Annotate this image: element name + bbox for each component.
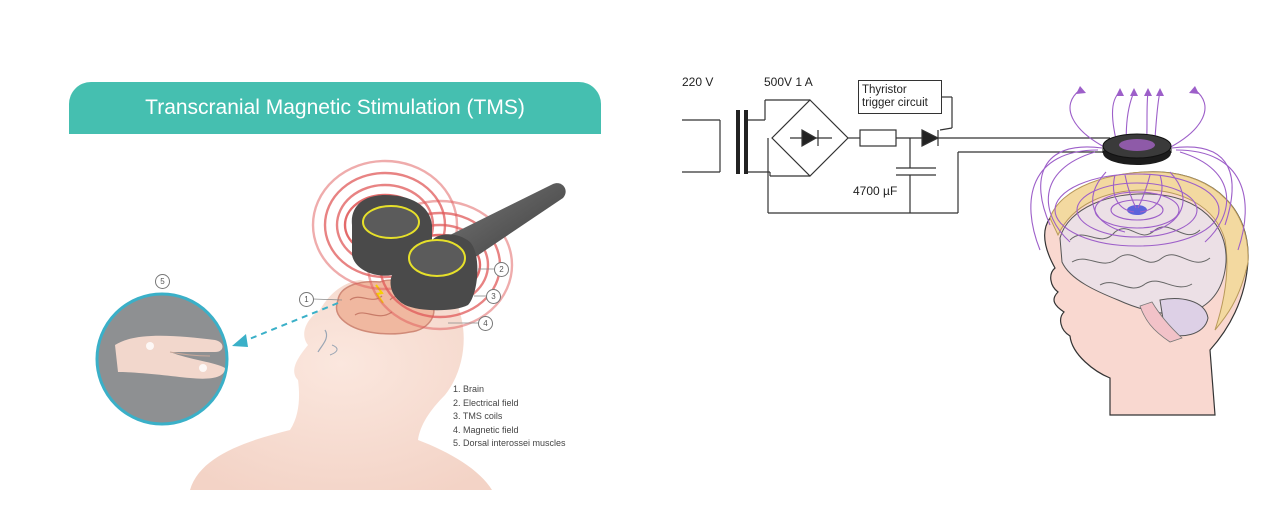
thyristor-trigger-box: Thyristor trigger circuit (858, 80, 942, 114)
tms-title: Transcranial Magnetic Stimulation (TMS) (145, 96, 525, 119)
supply-voltage-label: 220 V (682, 75, 714, 89)
callout-4: 4 (478, 316, 493, 331)
trigger-label-line1: Thyristor (862, 84, 907, 96)
legend-item: 5. Dorsal interossei muscles (453, 438, 566, 449)
head-silhouette (190, 280, 492, 490)
stimulation-coil (1102, 133, 1172, 165)
circuit-and-head-diagram (682, 86, 1249, 416)
tms-illustration (95, 159, 566, 490)
rectifier-rating-label: 500V 1 A (764, 75, 813, 89)
callout-1: 1 (299, 292, 314, 307)
tms-legend: 1. Brain 2. Electrical field 3. TMS coil… (453, 383, 566, 451)
head-profile (1043, 171, 1249, 416)
hand-magnifier (95, 292, 229, 426)
callout-3: 3 (486, 289, 501, 304)
callout-2: 2 (494, 262, 509, 277)
callout-5: 5 (155, 274, 170, 289)
capacitor-value-label: 4700 µF (853, 184, 898, 198)
signal-arrow (232, 302, 339, 347)
legend-item: 4. Magnetic field (453, 424, 519, 435)
magnetic-field-lines (1030, 86, 1246, 251)
tms-circuit-panel: 220 V 500V 1 A Thyristor trigger circuit… (640, 0, 1280, 532)
trigger-label-line2: trigger circuit (862, 97, 928, 109)
tms-illustration-panel: Transcranial Magnetic Stimulation (TMS) … (69, 82, 601, 490)
tms-coil (351, 195, 478, 311)
legend-item: 1. Brain (453, 384, 485, 394)
coil-handle (450, 183, 566, 262)
legend-item: 3. TMS coils (453, 411, 503, 422)
tms-title-banner: Transcranial Magnetic Stimulation (TMS) (69, 82, 601, 134)
circuit-schematic (682, 96, 1110, 214)
legend-item: 2. Electrical field (453, 397, 519, 408)
